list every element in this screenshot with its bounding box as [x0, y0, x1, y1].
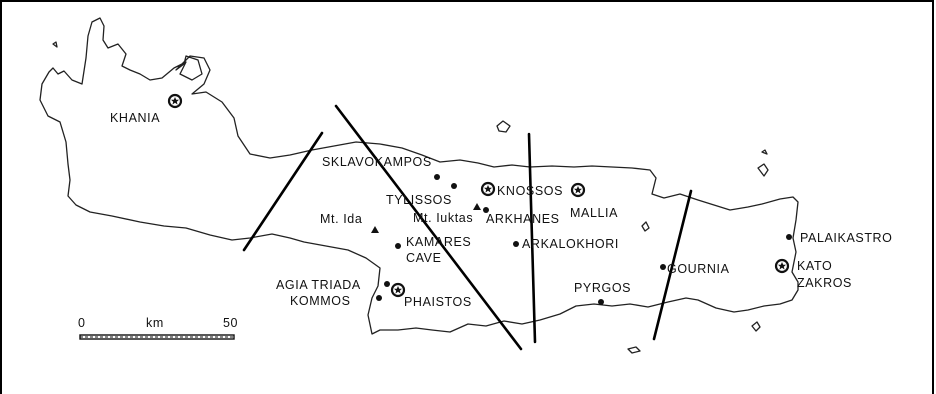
label-phaistos: PHAISTOS	[404, 295, 472, 309]
islet-mirabello	[641, 221, 650, 232]
label-kamares-cave: CAVE	[406, 251, 442, 265]
islet-south-east	[751, 321, 761, 332]
scale-start-label: 0	[78, 316, 86, 330]
site-dot-agia-triada	[384, 281, 390, 287]
palace-marker-mallia	[570, 182, 586, 198]
label-khania: KHANIA	[110, 111, 160, 125]
site-dot-pyrgos	[598, 299, 604, 305]
site-dot-arkhanes	[483, 207, 489, 213]
mountain-icon-ida	[371, 226, 379, 233]
island-north-east	[757, 163, 769, 177]
label-mt-ida: Mt. Ida	[320, 212, 362, 226]
scale-unit-label: km	[146, 316, 164, 330]
islet-northwest	[52, 41, 58, 48]
label-tylissos: TYLISSOS	[386, 193, 452, 207]
site-dot-kamares	[395, 243, 401, 249]
site-dot-gournia	[660, 264, 666, 270]
label-palaikastro: PALAIKASTRO	[800, 231, 893, 245]
label-pyrgos: PYRGOS	[574, 281, 631, 295]
palace-marker-knossos	[480, 181, 496, 197]
palace-marker-khania	[167, 93, 183, 109]
boundary-line-central-west	[334, 104, 523, 351]
label-mallia: MALLIA	[570, 206, 618, 220]
site-dot-sklavokampos	[434, 174, 440, 180]
site-dot-tylissos	[451, 183, 457, 189]
coastline	[39, 17, 799, 335]
label-gournia: GOURNIA	[667, 262, 730, 276]
label-mt-iuktas: Mt. Iuktas	[413, 211, 473, 225]
label-sklavokampos: SKLAVOKAMPOS	[322, 155, 432, 169]
islet-south	[627, 346, 641, 354]
islet-east	[761, 149, 768, 155]
label-arkalokhori: ARKALOKHORI	[522, 237, 619, 251]
label-knossos: KNOSSOS	[497, 184, 563, 198]
palace-marker-phaistos	[390, 282, 406, 298]
boundary-line-east	[652, 189, 693, 341]
mountain-icon-iuktas	[473, 203, 481, 210]
boundary-line-west	[242, 131, 324, 252]
site-dot-palaikastro	[786, 234, 792, 240]
label-agia-triada: AGIA TRIADA	[276, 278, 361, 292]
scale-end-label: 50	[223, 316, 238, 330]
label-arkhanes: ARKHANES	[486, 212, 560, 226]
label-kamares: KAMARES	[406, 235, 471, 249]
label-kato: KATO	[797, 259, 832, 273]
label-kommos: KOMMOS	[290, 294, 351, 308]
site-dot-kommos	[376, 295, 382, 301]
site-dot-arkalokhori	[513, 241, 519, 247]
scale-bar: 0 km 50	[78, 316, 238, 340]
boundary-line-central	[527, 132, 537, 344]
palace-marker-kato-zakros	[774, 258, 790, 274]
island-dia	[496, 120, 511, 133]
label-zakros: ZAKROS	[797, 276, 852, 290]
